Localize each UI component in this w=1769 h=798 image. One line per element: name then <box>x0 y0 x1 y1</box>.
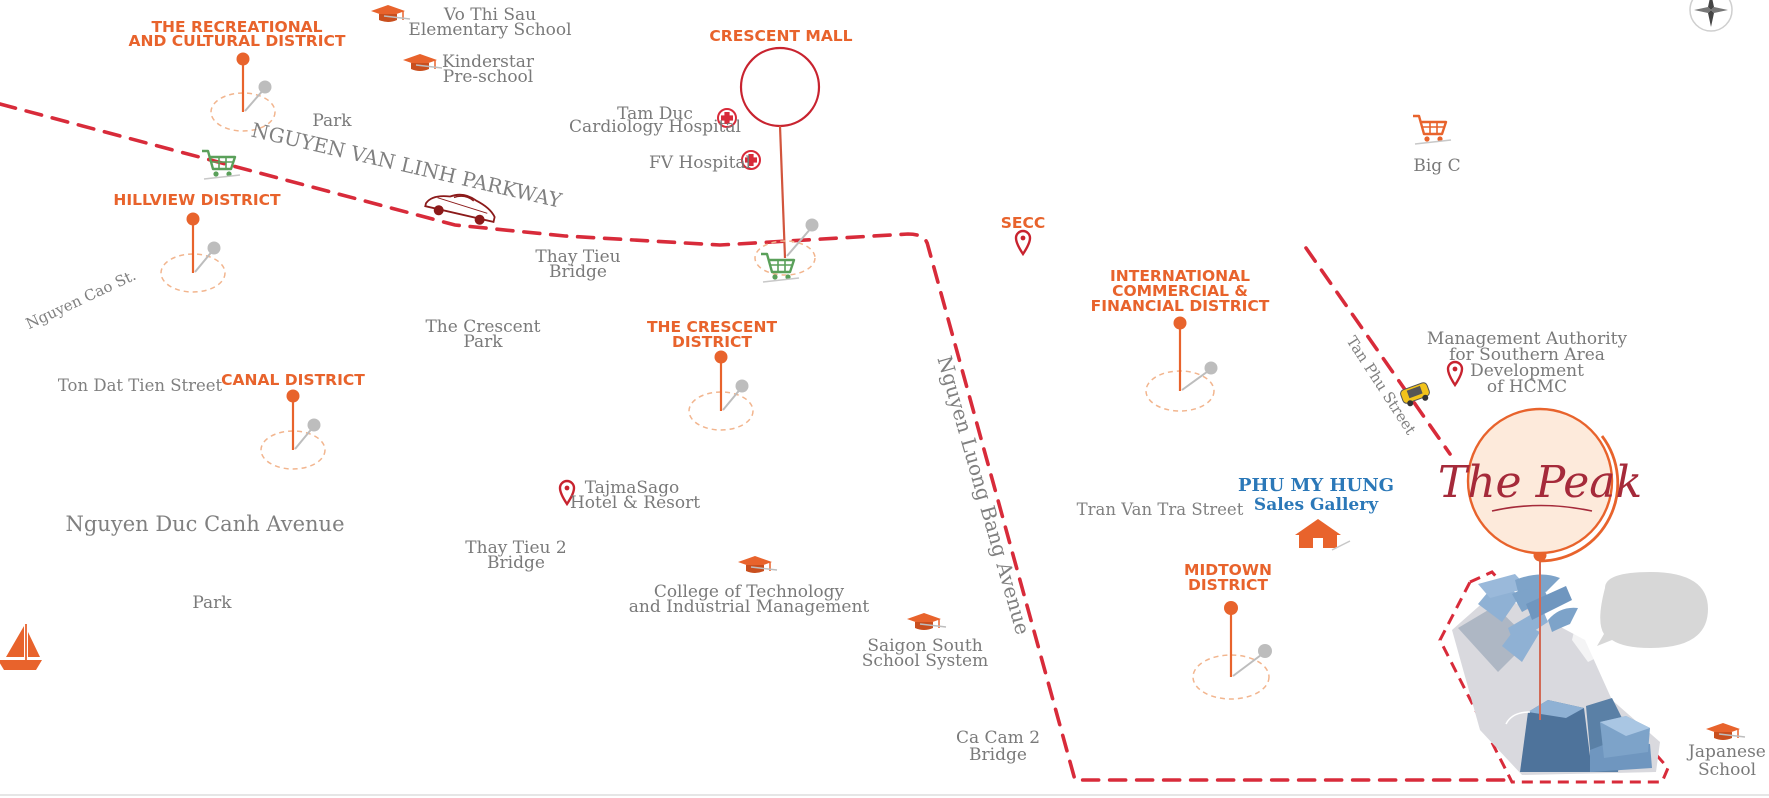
label-college-line1: College of Technology <box>654 582 845 602</box>
label-thay-tieu-2-line1: Thay Tieu 2 <box>465 538 566 558</box>
label-management-line1: Management Authority <box>1427 329 1628 349</box>
pin-hillview-district[interactable] <box>160 212 226 293</box>
label-japanese-school-line1: Japanese <box>1686 742 1766 762</box>
label-park-top: Park <box>312 111 352 131</box>
label-hillview-district: HILLVIEW DISTRICT <box>113 191 281 209</box>
the-peak-logo[interactable]: The Peak <box>1438 407 1642 720</box>
label-tan-phu-street: Tan Phu Street <box>1343 333 1420 438</box>
pin-recreational-district[interactable] <box>210 52 276 132</box>
label-recreational-district-line2: AND CULTURAL DISTRICT <box>129 32 346 50</box>
label-crescent-park-line1: The Crescent <box>425 317 540 337</box>
label-tran-van-tra-street: Tran Van Tra Street <box>1077 500 1244 519</box>
label-canal-district: CANAL DISTRICT <box>221 371 365 389</box>
route-tan-phu-line <box>1304 246 1452 456</box>
pin-international-district[interactable] <box>1145 316 1218 412</box>
label-college-line2: and Industrial Management <box>629 597 870 617</box>
pin-midtown-district[interactable] <box>1192 601 1272 700</box>
label-japanese-school-line2: School <box>1698 760 1756 780</box>
label-big-c: Big C <box>1413 156 1460 176</box>
label-vo-thi-sau-line1: Vo Thi Sau <box>443 5 536 25</box>
label-crescent-district-line2: DISTRICT <box>672 333 752 351</box>
graduation-cap-icon <box>737 555 778 574</box>
label-tam-duc-line2: Cardiology Hospital <box>569 117 741 137</box>
pin-crescent-district[interactable] <box>688 350 754 431</box>
label-park-bottom: Park <box>192 593 232 613</box>
graduation-cap-icon <box>1705 722 1746 741</box>
label-international-district-line3: FINANCIAL DISTRICT <box>1091 297 1270 315</box>
speech-bubble <box>1597 572 1708 648</box>
pin-crescent-mall[interactable] <box>739 46 821 276</box>
graduation-cap-icon <box>906 612 947 631</box>
label-thay-tieu-2-line2: Bridge <box>487 553 545 573</box>
label-tajmasago-line1: TajmaSago <box>585 478 680 498</box>
label-vo-thi-sau-line2: Elementary School <box>408 20 571 40</box>
shopping-cart-icon <box>1411 114 1453 146</box>
label-international-district-line1: INTERNATIONAL <box>1110 267 1250 285</box>
label-nguyen-cao-street: Nguyen Cao St. <box>23 266 139 333</box>
label-recreational-district-line1: THE RECREATIONAL <box>151 18 322 36</box>
map-pin-icon <box>1446 360 1464 387</box>
label-ca-cam-line1: Ca Cam 2 <box>956 728 1040 748</box>
label-kinderstar-line1: Kinderstar <box>442 52 535 72</box>
label-saigon-south-line1: Saigon South <box>867 636 982 656</box>
label-crescent-park-line2: Park <box>463 332 503 352</box>
label-management-line2: for Southern Area <box>1449 345 1605 365</box>
graduation-cap-icon <box>402 53 443 72</box>
label-midtown-district-line1: MIDTOWN <box>1184 561 1272 579</box>
label-kinderstar-line2: Pre-school <box>443 67 533 87</box>
label-tam-duc-line1: Tam Duc <box>617 104 693 124</box>
house-icon <box>1295 519 1351 551</box>
label-nguyen-luong-bang-avenue: Nguyen Luong Bang Avenue <box>932 353 1035 637</box>
label-secc: SECC <box>1001 214 1046 232</box>
label-ca-cam-line2: Bridge <box>969 745 1027 765</box>
label-nguyen-duc-canh-avenue: Nguyen Duc Canh Avenue <box>65 512 344 536</box>
label-thay-tieu-line1: Thay Tieu <box>535 247 620 267</box>
the-peak-logo-text: The Peak <box>1438 457 1642 508</box>
label-tajmasago-line2: Hotel & Resort <box>570 493 700 513</box>
shopping-cart-icon <box>759 252 801 284</box>
label-saigon-south-line2: School System <box>862 651 988 671</box>
label-management-line3: Development <box>1470 361 1584 381</box>
label-crescent-district-line1: THE CRESCENT <box>647 318 778 336</box>
label-management-line4: of HCMC <box>1487 377 1567 397</box>
route-nguyen-van-linh-line <box>0 102 1514 782</box>
sports-car-icon <box>424 193 496 225</box>
label-sales-gallery-line1: PHU MY HUNG <box>1238 475 1394 496</box>
map-pin-icon <box>1014 229 1032 256</box>
label-sales-gallery-line2: Sales Gallery <box>1254 495 1379 515</box>
label-nguyen-van-linh-parkway: NGUYEN VAN LINH PARKWAY <box>249 118 565 213</box>
the-peak-buildings <box>1452 574 1660 775</box>
compass-icon <box>1689 0 1733 32</box>
label-crescent-mall: CRESCENT MALL <box>709 27 852 45</box>
label-international-district-line2: COMMERCIAL & <box>1112 282 1248 300</box>
label-thay-tieu-line2: Bridge <box>549 262 607 282</box>
label-midtown-district-line2: DISTRICT <box>1188 576 1268 594</box>
label-ton-dat-tien-street: Ton Dat Tien Street <box>58 376 223 395</box>
sailboat-icon <box>0 624 42 670</box>
label-fv-hospital: FV Hospital <box>649 153 751 173</box>
taxi-icon <box>1400 382 1430 407</box>
graduation-cap-icon <box>370 4 411 23</box>
pin-canal-district[interactable] <box>260 389 326 470</box>
